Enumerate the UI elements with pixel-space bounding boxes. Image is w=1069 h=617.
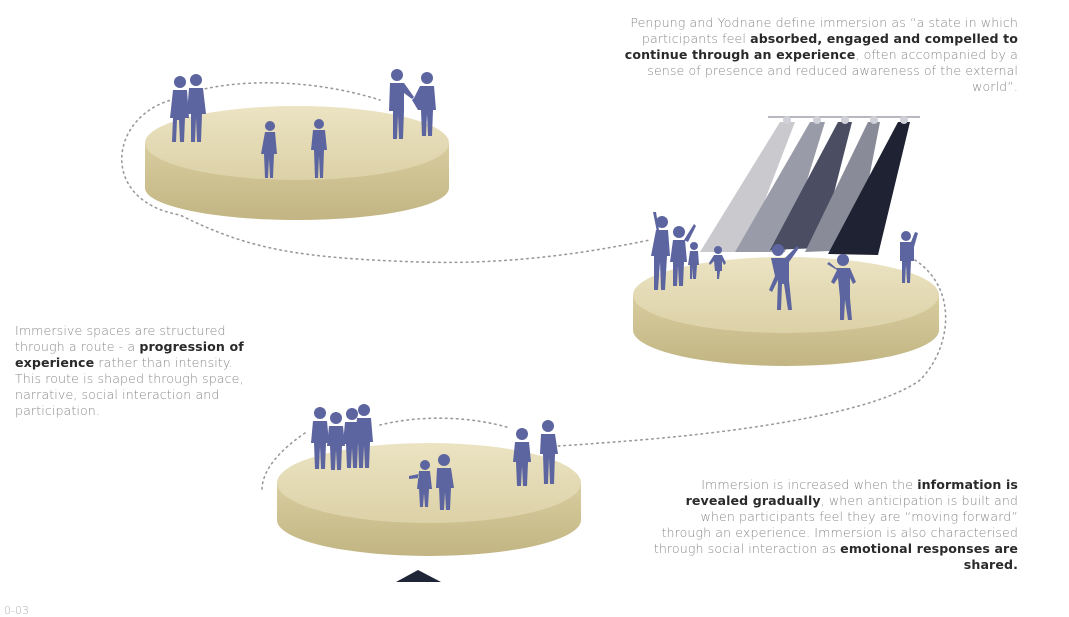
reveal-text-2: , when anticipation is built and when pa… bbox=[653, 493, 1018, 556]
figure-dancer-center bbox=[769, 244, 799, 310]
figure-group-four bbox=[311, 404, 373, 470]
immersion-definition-text: Penpung and Yodnane define immersion as … bbox=[600, 15, 1018, 95]
figure-single-2 bbox=[311, 119, 327, 178]
quote-text-2: , often accompanied by a sense of presen… bbox=[647, 47, 1018, 94]
route-path-bottom-top bbox=[379, 417, 511, 429]
quote-text-1: Penpung and Yodnane define immersion as … bbox=[630, 15, 1018, 46]
platform-top-left bbox=[145, 106, 449, 220]
route-text-2: rather than intensity. This route is sha… bbox=[15, 355, 244, 418]
figure-couple-left bbox=[170, 74, 206, 142]
route-description-text: Immersive spaces are structured through … bbox=[15, 323, 260, 419]
figure-single-1 bbox=[261, 121, 277, 178]
page-number: 0-03 bbox=[4, 604, 29, 617]
figures bbox=[170, 69, 918, 510]
stage-lights bbox=[700, 116, 920, 255]
figure-dancer-far-right bbox=[900, 231, 918, 283]
figure-couple-center bbox=[409, 454, 454, 510]
gradual-reveal-text: Immersion is increased when the informat… bbox=[650, 477, 1018, 573]
route-path-top bbox=[199, 82, 381, 101]
route-path-right bbox=[554, 259, 947, 447]
figure-group-dancing bbox=[651, 212, 726, 290]
figure-couple-right bbox=[513, 420, 558, 486]
route-bold-1: progression of experience bbox=[15, 339, 244, 370]
platform-right bbox=[633, 257, 939, 366]
figure-handshake bbox=[389, 69, 436, 139]
reveal-bold-2: emotional responses are shared. bbox=[840, 541, 1018, 572]
reveal-text-1: Immersion is increased when the bbox=[701, 477, 918, 492]
reveal-bold-1: information is revealed gradually bbox=[685, 477, 1018, 508]
route-text-1: Immersive spaces are structured through … bbox=[15, 323, 226, 354]
quote-bold-1: absorbed, engaged and compelled to conti… bbox=[624, 31, 1018, 62]
route-path bbox=[121, 97, 651, 264]
bottom-arrow-marker bbox=[396, 570, 441, 582]
figure-dancer-right bbox=[827, 254, 856, 320]
